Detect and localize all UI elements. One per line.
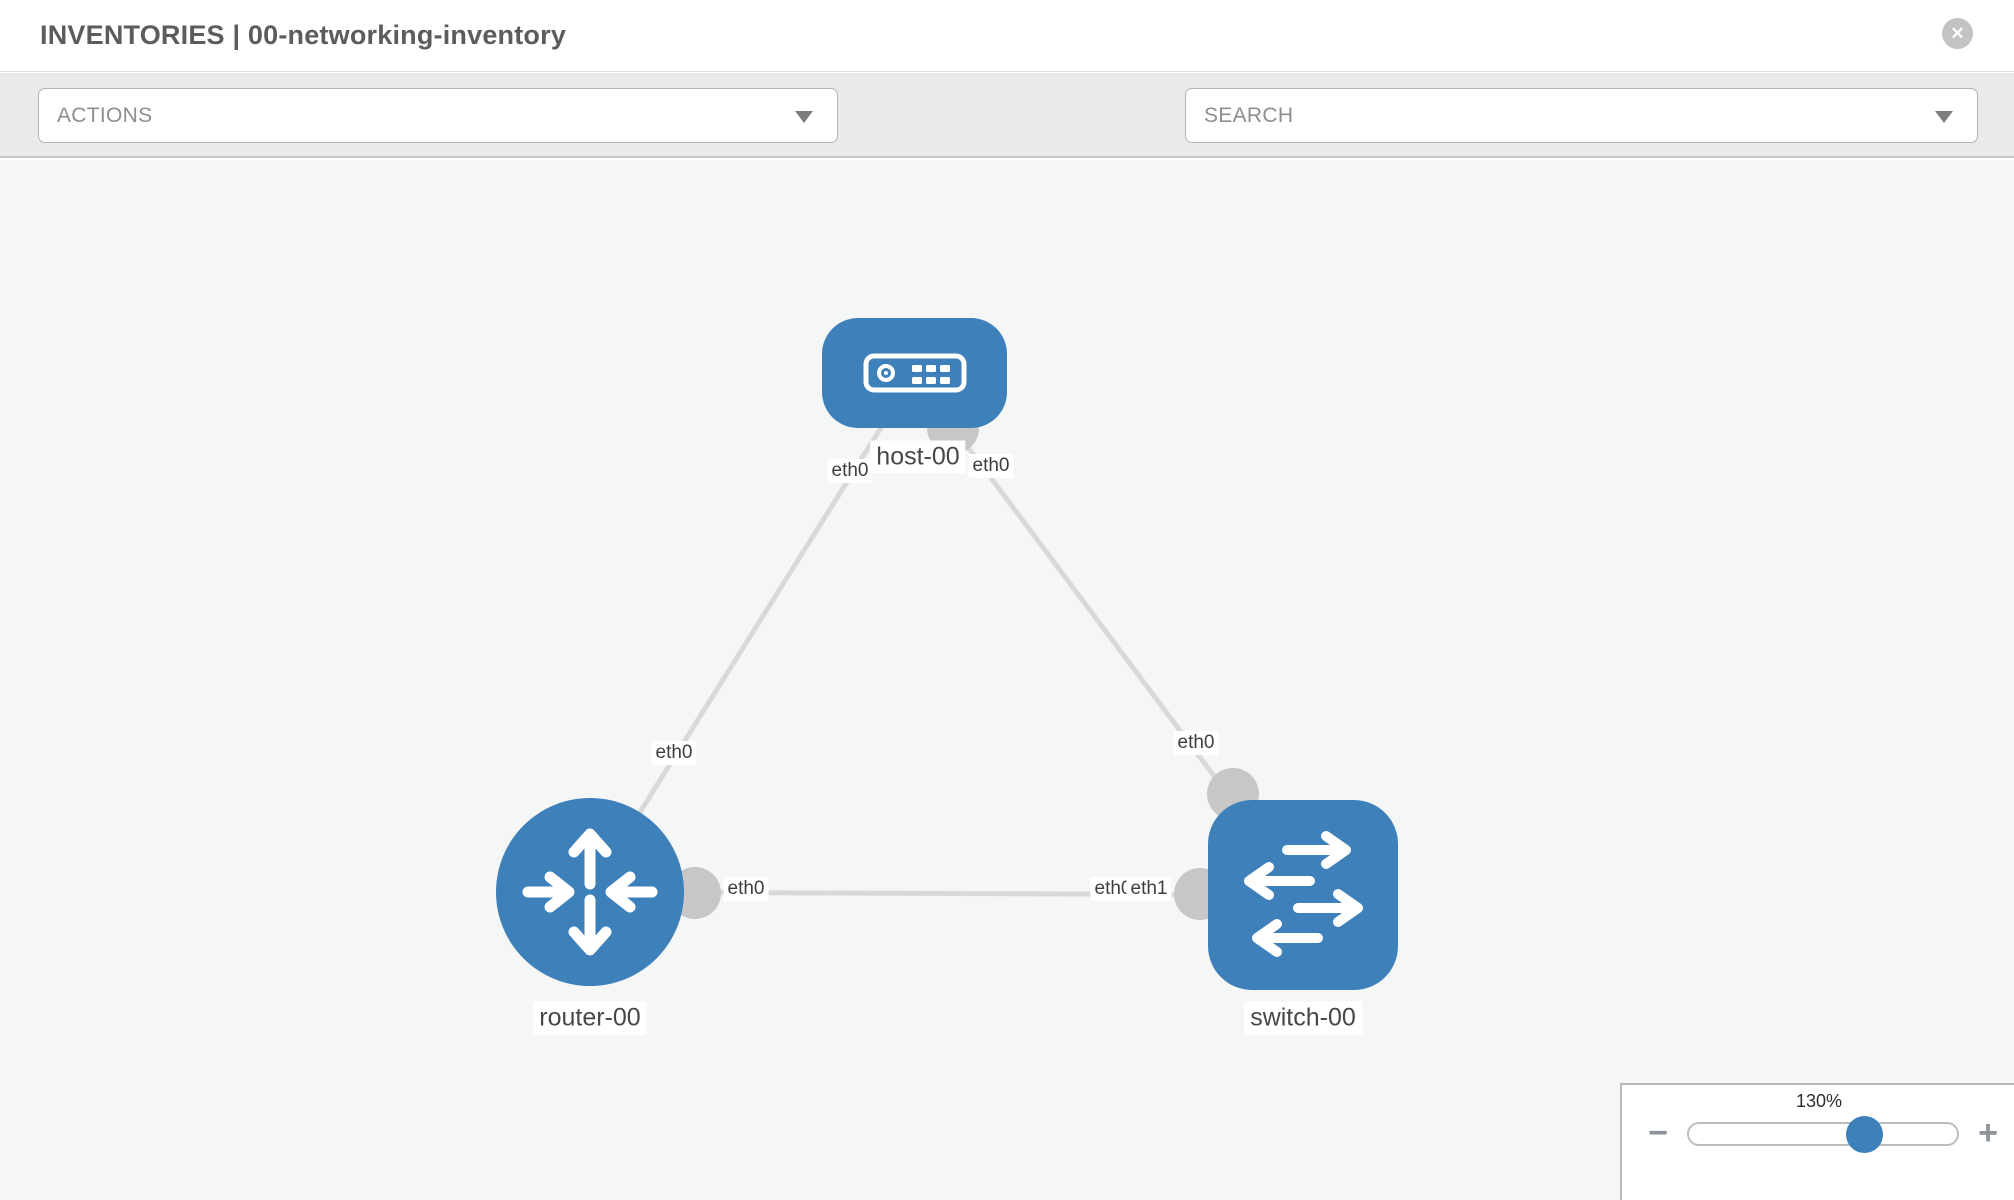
zoom-out-button[interactable]: − (1648, 1114, 1668, 1152)
interface-label: eth0 (968, 454, 1014, 478)
search-dropdown[interactable]: SEARCH (1185, 88, 1978, 143)
zoom-in-button[interactable]: + (1978, 1114, 1998, 1152)
chevron-down-icon (1935, 111, 1953, 123)
node-switch-00[interactable] (1208, 800, 1398, 990)
zoom-level: 130% (1795, 1091, 1843, 1111)
interface-label: eth0 (827, 459, 873, 483)
close-button[interactable]: ✕ (1942, 18, 1973, 49)
header: INVENTORIES | 00-networking-inventory ✕ (0, 0, 2014, 72)
interface-label: eth1 (1126, 877, 1172, 901)
interface-label: eth0 (723, 877, 769, 901)
toolbar: ACTIONS SEARCH (0, 73, 2014, 206)
node-router-00[interactable] (496, 798, 684, 986)
router-icon (522, 828, 658, 956)
switch-icon (1244, 831, 1363, 957)
node-host-00[interactable] (822, 318, 1007, 428)
interface-label: eth0 (651, 741, 697, 765)
chevron-down-icon (795, 111, 813, 123)
host-icon (863, 353, 966, 393)
search-dropdown-label: SEARCH (1204, 103, 1294, 127)
interface-label: eth0 (1173, 731, 1219, 755)
page-title: INVENTORIES | 00-networking-inventory (40, 20, 567, 50)
node-label: switch-00 (1244, 1001, 1362, 1035)
zoom-panel: 130% − + (1620, 1083, 2014, 1200)
actions-dropdown-label: ACTIONS (57, 103, 153, 127)
topology-canvas[interactable]: eth0 eth0 eth0 eth0 eth0 eth0 eth1 host-… (0, 160, 2014, 1200)
topology-links-layer (587, 373, 1306, 920)
zoom-slider[interactable] (1687, 1122, 1959, 1146)
actions-dropdown[interactable]: ACTIONS (38, 88, 838, 143)
zoom-slider-handle[interactable] (1846, 1116, 1883, 1153)
node-label: host-00 (870, 440, 966, 474)
close-icon: ✕ (1950, 23, 1965, 43)
node-label: router-00 (533, 1001, 647, 1035)
